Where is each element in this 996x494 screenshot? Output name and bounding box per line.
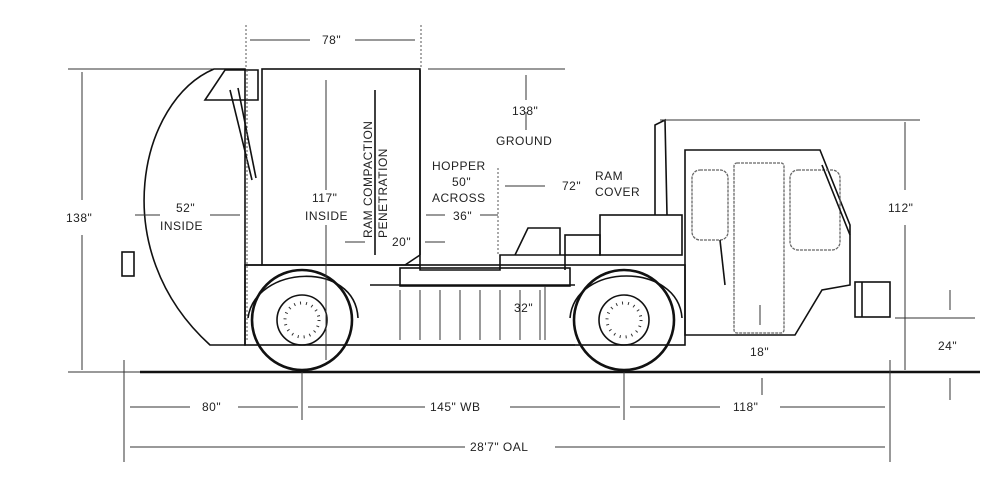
hopper-label: HOPPER: [432, 159, 486, 173]
hopper-width-value: 50": [452, 175, 471, 189]
tailgate: [121, 68, 259, 346]
ram-penetration-value: 20": [392, 235, 411, 249]
hopper-depth-inside-label: INSIDE: [160, 219, 203, 233]
overall-length-value: 28'7" OAL: [470, 440, 528, 454]
rear-wheel: [247, 268, 359, 372]
frame-height-value: 32": [514, 301, 533, 315]
ram-penetration-label: PENETRATION: [376, 148, 390, 238]
ground-height-value: 138": [512, 104, 538, 118]
ram-cover-label-1: RAM: [595, 169, 623, 183]
ram-cover-label-2: COVER: [595, 185, 640, 199]
rear-overhang-value: 80": [202, 400, 221, 414]
hopper-depth-label: 52": [176, 201, 195, 215]
ram-cover-value: 72": [562, 179, 581, 193]
dimension-lines: [81, 25, 975, 462]
bumper-height-value: 24": [938, 339, 957, 353]
chassis: [244, 118, 686, 346]
cab: [684, 149, 891, 336]
hopper-across-label: ACROSS: [432, 191, 486, 205]
cab-height-value: 112": [888, 201, 913, 215]
hopper-opening-value: 36": [453, 209, 472, 223]
step-height-value: 18": [750, 345, 769, 359]
ground-label: GROUND: [496, 134, 552, 148]
front-wheel: [569, 268, 683, 372]
body-height-label: 117": [312, 191, 337, 205]
front-overhang-value: 118": [733, 400, 758, 414]
body-height-inside-label: INSIDE: [305, 209, 348, 223]
ram-compaction-label: RAM COMPACTION: [361, 121, 375, 238]
overall-height-label: 138": [66, 211, 92, 225]
body-length-label: 78": [322, 33, 341, 47]
wheelbase-value: 145" WB: [430, 400, 480, 414]
